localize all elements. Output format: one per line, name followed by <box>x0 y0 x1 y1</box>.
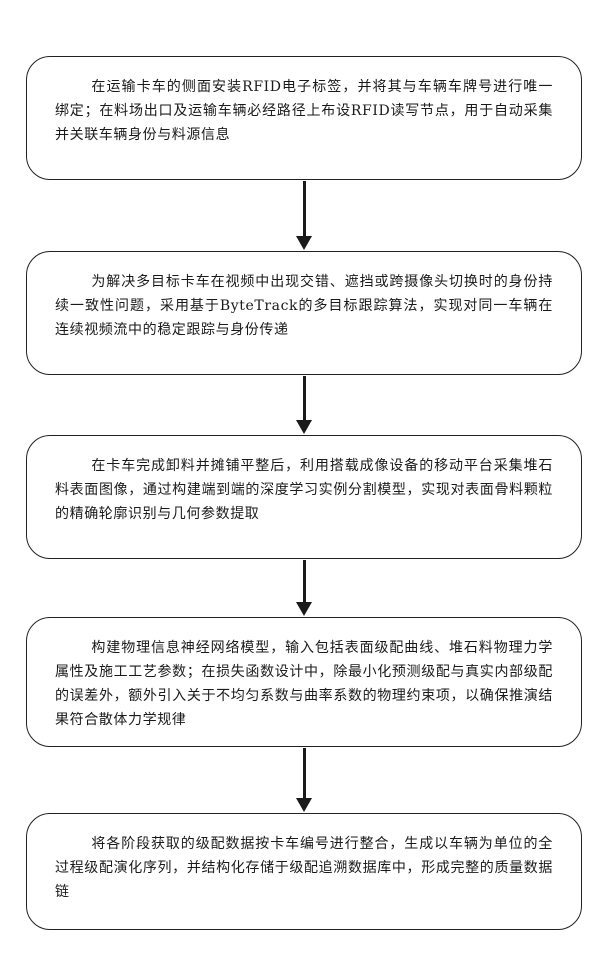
flow-arrow-4 <box>296 748 312 812</box>
arrow-shaft <box>303 748 306 799</box>
flow-step-5: 将各阶段获取的级配数据按卡车编号进行整合，生成以车辆为单位的全过程级配演化序列，… <box>26 813 582 930</box>
arrow-shaft <box>303 181 306 237</box>
arrow-down-icon <box>296 798 312 812</box>
flow-step-1: 在运输卡车的侧面安装RFID电子标签，并将其与车辆车牌号进行唯一绑定；在料场出口… <box>26 56 582 180</box>
flow-step-1-text: 在运输卡车的侧面安装RFID电子标签，并将其与车辆车牌号进行唯一绑定；在料场出口… <box>55 75 553 147</box>
arrow-shaft <box>303 376 306 421</box>
flow-arrow-3 <box>296 560 312 616</box>
flow-step-4-text: 构建物理信息神经网络模型，输入包括表面级配曲线、堆石料物理力学属性及施工工艺参数… <box>55 636 553 732</box>
flow-step-3-text: 在卡车完成卸料并摊铺平整后，利用搭载成像设备的移动平台采集堆石料表面图像，通过构… <box>55 454 553 526</box>
flow-step-4: 构建物理信息神经网络模型，输入包括表面级配曲线、堆石料物理力学属性及施工工艺参数… <box>26 617 582 747</box>
arrow-shaft <box>303 560 306 603</box>
flow-step-2-text: 为解决多目标卡车在视频中出现交错、遮挡或跨摄像头切换时的身份持续一致性问题，采用… <box>55 270 553 342</box>
flow-step-3: 在卡车完成卸料并摊铺平整后，利用搭载成像设备的移动平台采集堆石料表面图像，通过构… <box>26 435 582 559</box>
arrow-down-icon <box>296 420 312 434</box>
arrow-down-icon <box>296 236 312 250</box>
flow-arrow-2 <box>296 376 312 434</box>
flow-step-5-text: 将各阶段获取的级配数据按卡车编号进行整合，生成以车辆为单位的全过程级配演化序列，… <box>55 832 553 904</box>
flow-arrow-1 <box>296 181 312 250</box>
arrow-down-icon <box>296 602 312 616</box>
flow-step-2: 为解决多目标卡车在视频中出现交错、遮挡或跨摄像头切换时的身份持续一致性问题，采用… <box>26 251 582 375</box>
